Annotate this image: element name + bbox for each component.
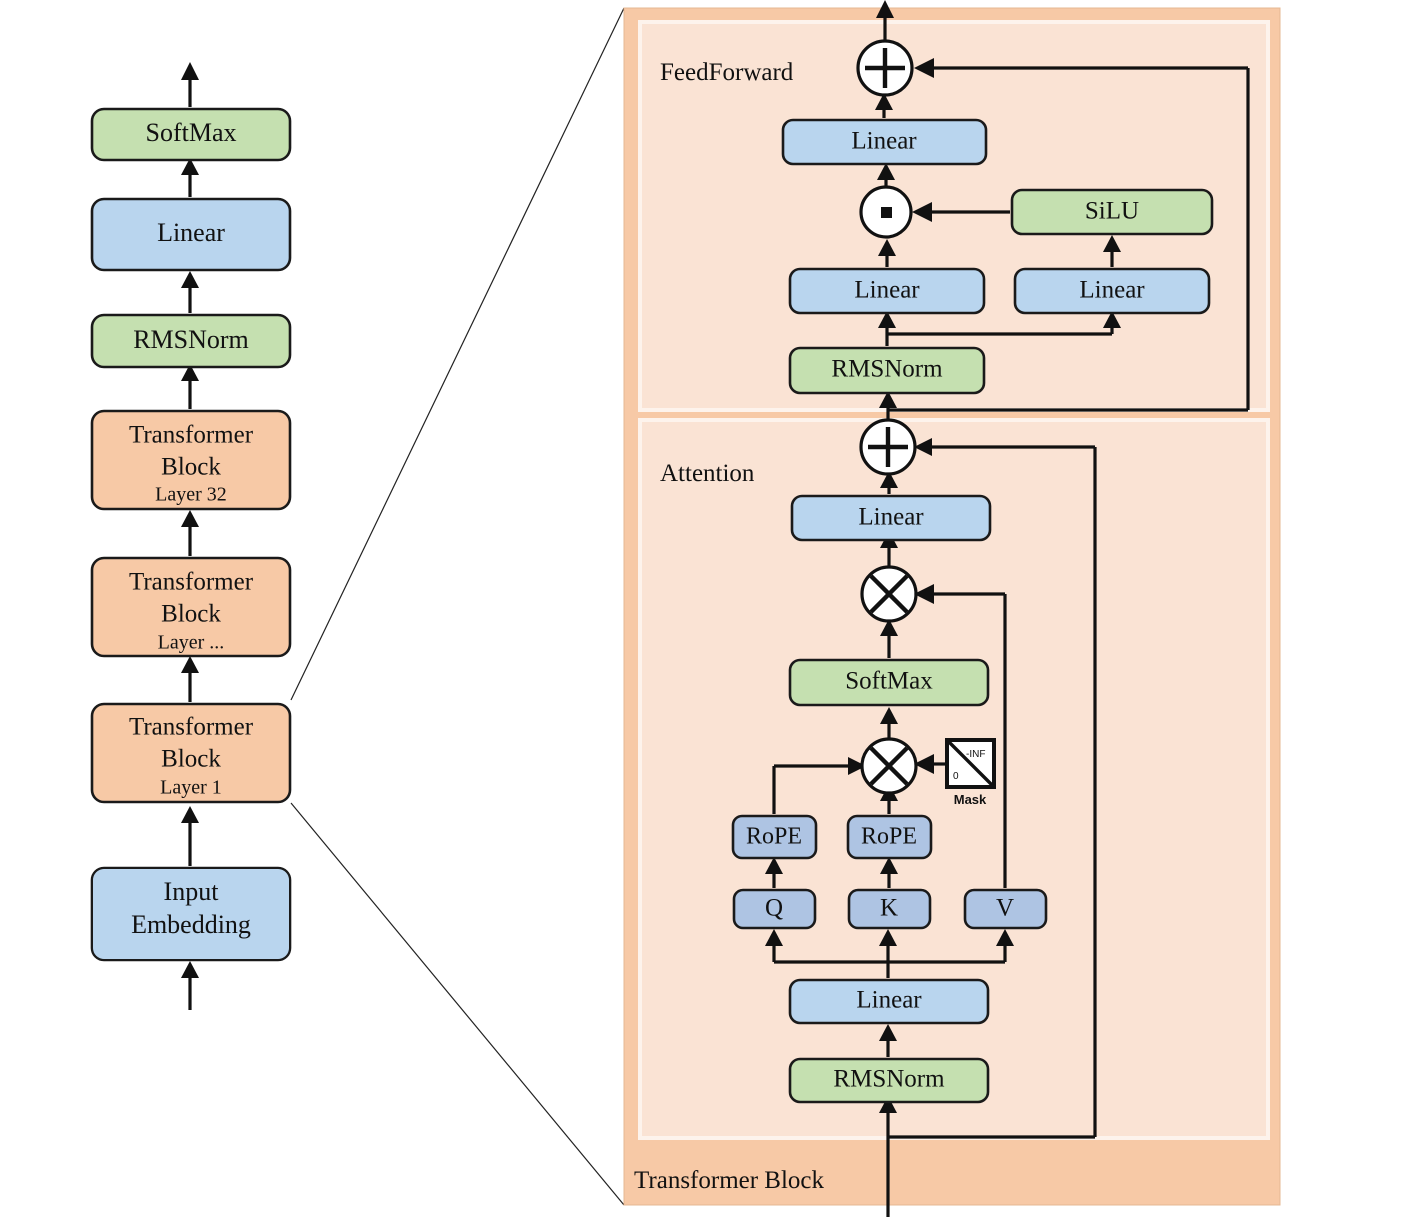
attn-matmul-av[interactable] (860, 565, 918, 623)
attn-add-node[interactable] (859, 418, 917, 476)
stack-node-label: SoftMax (146, 118, 237, 147)
attn-k-label: K (880, 895, 898, 922)
attn-mask-upper-value: -INF (966, 749, 985, 760)
attn-wire-v-to-matmul (914, 584, 1007, 888)
stack-node-label: RMSNorm (133, 325, 249, 354)
stack-node-sublabel: Layer 32 (155, 484, 227, 506)
stack-node-block-layer-1[interactable]: Transformer Block Layer 1 (90, 702, 292, 804)
attn-arrow-matmul-to-softmax (880, 707, 898, 738)
attn-q-label: Q (765, 895, 783, 922)
stack-node-softmax[interactable]: SoftMax (90, 107, 292, 162)
stack-node-label-line1: Transformer (129, 422, 254, 449)
attn-arrow-q-to-rope (765, 857, 783, 888)
ff-fanout (878, 311, 1121, 346)
attn-node-linear-in[interactable]: Linear (788, 978, 990, 1025)
stack-input-arrow (181, 961, 199, 1010)
ff-linear-gate-label: Linear (854, 277, 920, 304)
attn-node-q[interactable]: Q (732, 888, 817, 930)
attn-mask-caption: Mask (954, 792, 987, 807)
input-embedding-label: Input Embedding (93, 869, 289, 959)
ff-node-rmsnorm[interactable]: RMSNorm (788, 346, 986, 395)
stack-arrow-block1-to-blockdots (181, 656, 199, 702)
zoom-leader-lines (290, 7, 625, 1206)
ff-linear-up-label: Linear (1079, 277, 1145, 304)
stack-node-block-layer-dots[interactable]: Transformer Block Layer ... (90, 556, 292, 658)
attn-node-rope-k[interactable]: RoPE (846, 814, 933, 860)
attn-arrow-linear-out-to-add (880, 471, 898, 494)
attn-to-ff-wire (879, 391, 897, 420)
input-embedding-label-line2: Embedding (131, 910, 251, 939)
attn-residual-arrow (914, 438, 1095, 456)
attn-rope-k-label: RoPE (861, 824, 917, 850)
ff-rmsnorm-label: RMSNorm (831, 356, 943, 383)
attn-arrow-rmsnorm-to-linear (879, 1024, 897, 1057)
input-embedding-label-line1: Input (164, 877, 220, 906)
ff-arrow-linear-up-to-silu (1103, 235, 1121, 267)
attn-rope-q-label: RoPE (746, 824, 802, 850)
stack-node-label: Linear (157, 218, 225, 247)
attn-softmax-label: SoftMax (845, 668, 933, 695)
transformer-block-container-label: Transformer Block (634, 1167, 825, 1194)
ff-node-linear-down[interactable]: Linear (781, 118, 988, 166)
ff-node-linear-up[interactable]: Linear (1013, 267, 1211, 315)
attn-linear-in-label: Linear (856, 987, 922, 1014)
ff-silu-label: SiLU (1085, 198, 1139, 225)
stack-node-sublabel: Layer 1 (160, 777, 222, 799)
stack-node-sublabel: Layer ... (158, 632, 225, 654)
attn-node-k[interactable]: K (847, 888, 932, 930)
attn-arrow-k-to-rope (880, 857, 898, 888)
attn-node-rope-q[interactable]: RoPE (731, 814, 818, 860)
stack-output-arrow (181, 62, 199, 107)
stack-node-label-line2: Block (161, 454, 221, 481)
attn-node-rmsnorm[interactable]: RMSNorm (788, 1057, 990, 1104)
block-input-wire (879, 1096, 897, 1217)
stack-arrow-linear-to-softmax (181, 158, 199, 197)
attn-rmsnorm-label: RMSNorm (833, 1066, 945, 1093)
attn-wire-ropeq-to-matmul (772, 757, 866, 814)
ff-node-silu[interactable]: SiLU (1010, 188, 1214, 236)
stack-node-label-line2: Block (161, 601, 221, 628)
model-stack: Input Embedding Transformer Block Layer … (90, 62, 292, 1010)
ff-arrow-linear-down-to-add (875, 93, 893, 118)
stack-arrow-block32-to-rmsnorm (181, 364, 199, 409)
stack-node-block-layer-32[interactable]: Transformer Block Layer 32 (90, 409, 292, 511)
ff-wire-silu-to-mul (912, 202, 1010, 222)
stack-node-linear[interactable]: Linear (90, 197, 292, 272)
stack-arrow-blockdots-to-block32 (181, 510, 199, 556)
transformer-block-detail: FeedForward Attention Transformer Block … (623, 0, 1281, 1217)
feedforward-panel-label: FeedForward (660, 59, 794, 86)
attn-matmul-qk[interactable] (860, 737, 918, 795)
ff-node-linear-gate[interactable]: Linear (788, 267, 986, 315)
attn-node-linear-out[interactable]: Linear (790, 494, 992, 542)
ff-arrow-mul-to-linear-down (877, 163, 895, 186)
ff-arrow-linear-gate-to-mul (878, 239, 896, 267)
attention-panel-label: Attention (660, 460, 755, 487)
attn-node-softmax[interactable]: SoftMax (788, 658, 990, 707)
stack-node-rmsnorm[interactable]: RMSNorm (90, 313, 292, 369)
attn-qkv-fanout (765, 929, 1014, 978)
attn-mask-lower-value: 0 (953, 771, 959, 782)
stack-node-label-line1: Transformer (129, 569, 254, 596)
attn-linear-out-label: Linear (858, 504, 924, 531)
block-output-arrow (876, 0, 894, 41)
stack-arrow-rmsnorm-to-linear (181, 271, 199, 313)
ff-elementwise-multiply-node[interactable] (859, 185, 913, 239)
ff-add-node[interactable] (856, 39, 914, 97)
attn-node-v[interactable]: V (963, 888, 1048, 930)
attn-v-label: V (996, 895, 1014, 922)
attn-arrow-softmax-to-matmul-v (880, 619, 898, 658)
ff-residual-arrow (914, 58, 1248, 78)
ff-linear-down-label: Linear (851, 128, 917, 155)
stack-arrow-embed-to-block1 (181, 806, 199, 866)
attn-wire-mask-to-matmul (914, 754, 946, 774)
stack-node-label-line2: Block (161, 746, 221, 773)
stack-node-label-line1: Transformer (129, 714, 254, 741)
attn-mask-icon[interactable]: 0 -INF Mask (945, 738, 996, 807)
